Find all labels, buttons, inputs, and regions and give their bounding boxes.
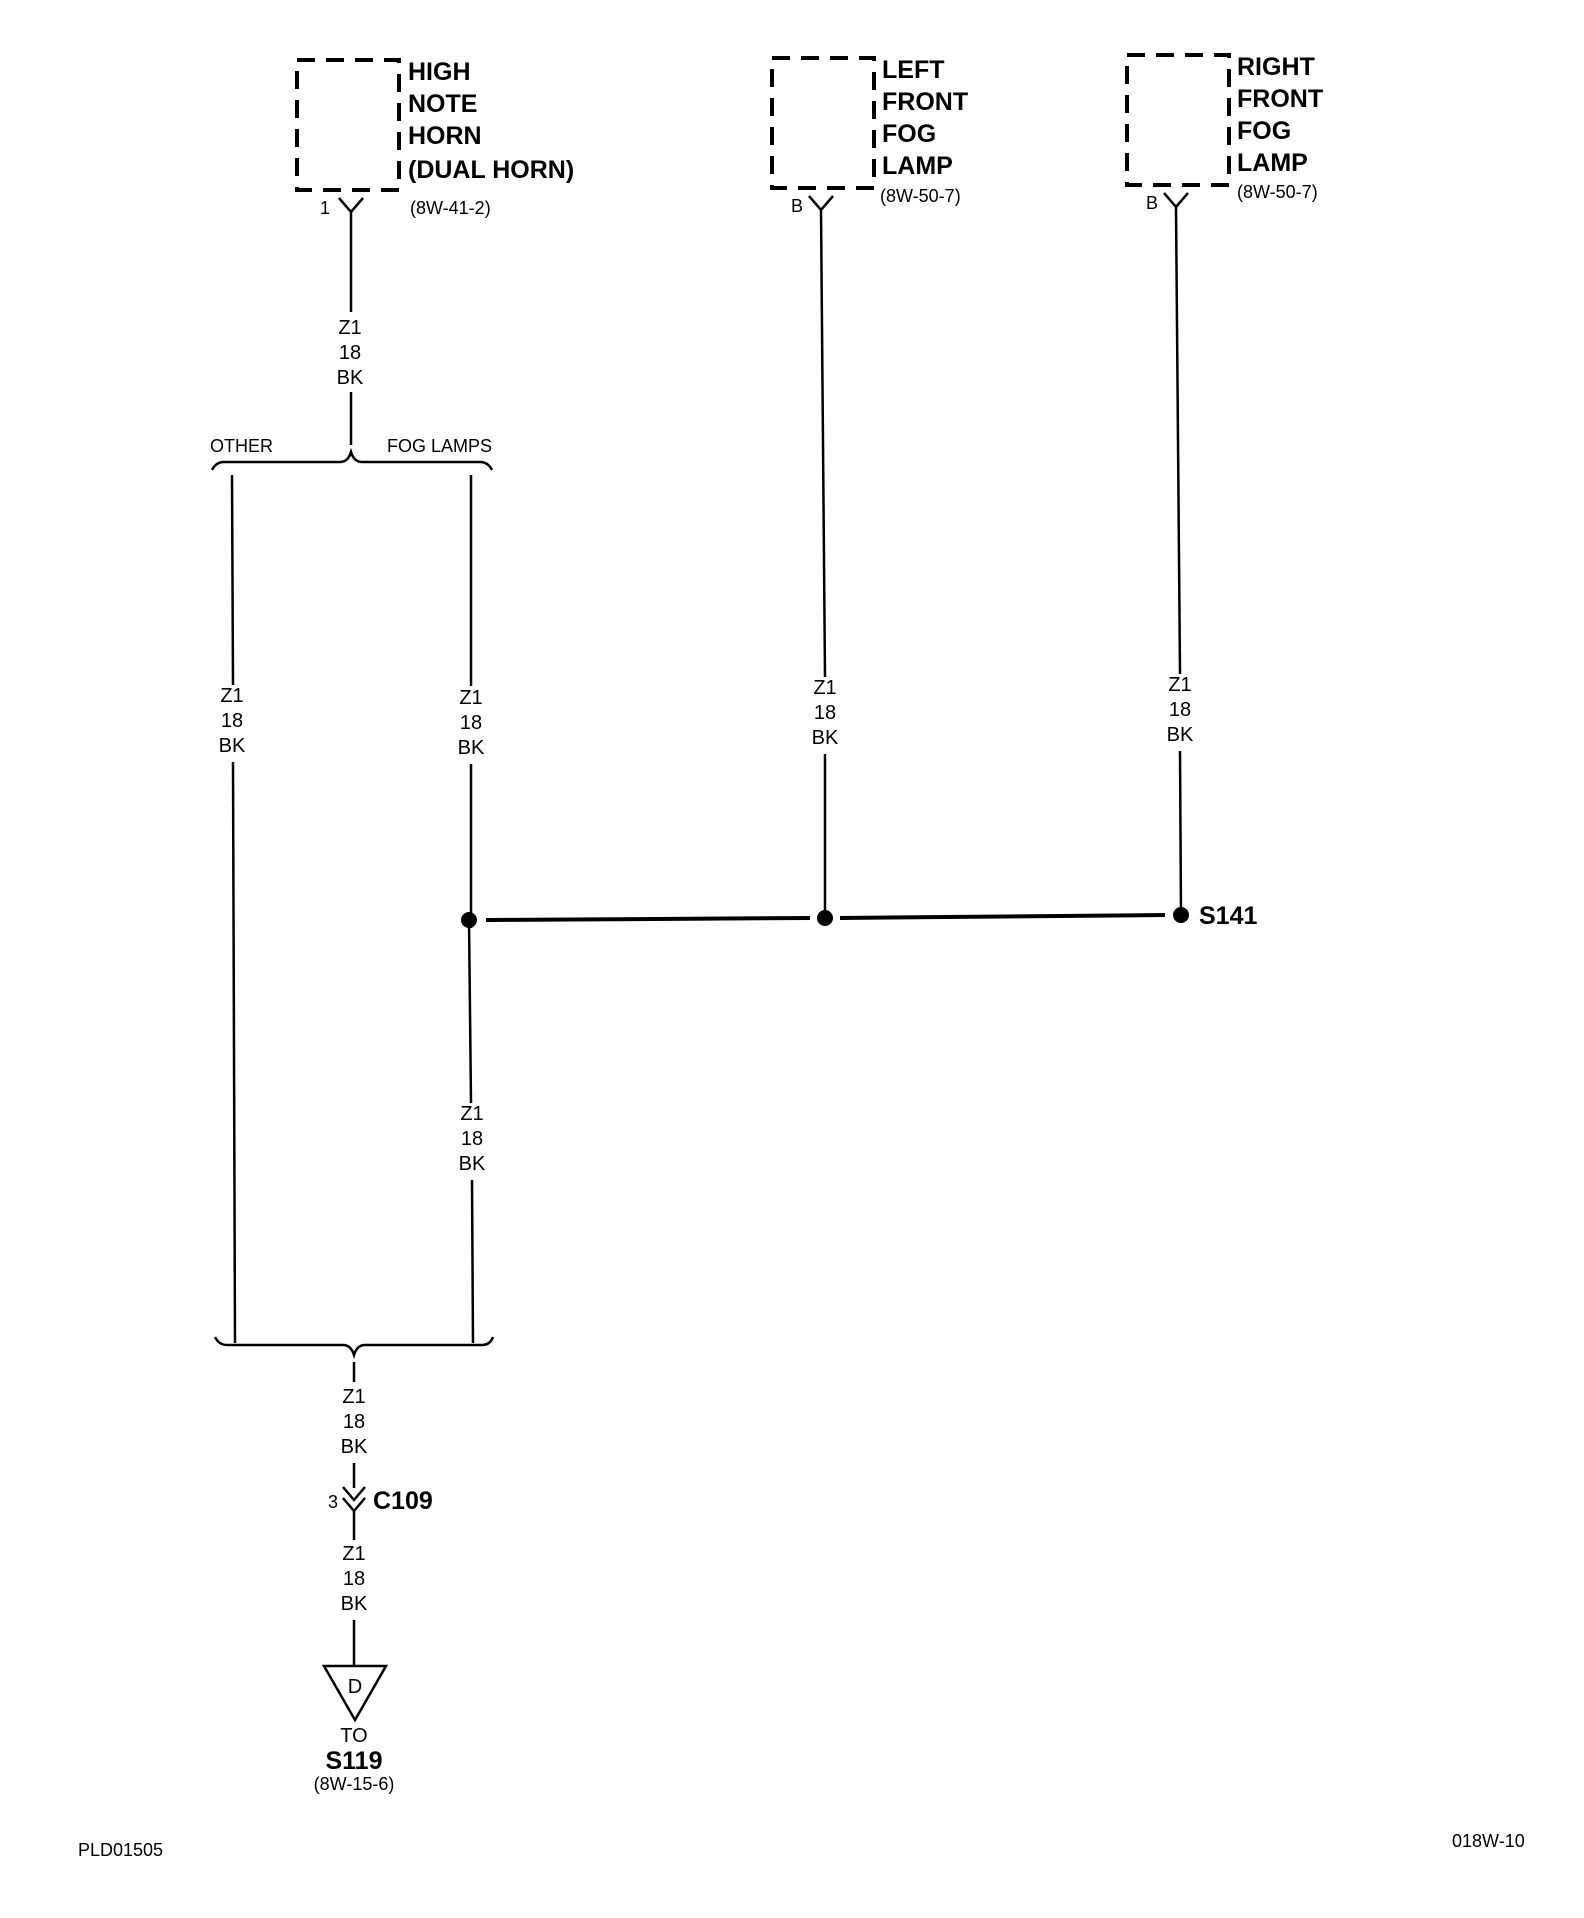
ground-offpage-symbol: D TO S119 (8W-15-6): [314, 1664, 395, 1794]
wire-color: BK: [812, 727, 839, 749]
wire-label-fog-lower: Z1 18 BK: [459, 1103, 486, 1175]
bottom-merge-brace: [213, 1336, 495, 1360]
wire-color: BK: [1167, 724, 1194, 746]
right-fog-ref: (8W-50-7): [1237, 182, 1318, 202]
horn-pin-label: 1: [320, 198, 330, 218]
wire-circuit: Z1: [342, 1543, 365, 1565]
other-branch-wire-lower: [231, 761, 237, 1344]
s141-splice: S141: [461, 902, 1257, 930]
wire-circuit: Z1: [1168, 674, 1191, 696]
wire-color: BK: [337, 367, 364, 389]
left-fog-label-line-2: FRONT: [882, 88, 968, 116]
right-fog-label-line-1: RIGHT: [1237, 53, 1315, 81]
splice-node-left-fog: [817, 910, 833, 926]
horn-ref: (8W-41-2): [410, 198, 491, 218]
wire-circuit: Z1: [459, 687, 482, 709]
right-fog-lamp-box: [1125, 53, 1231, 187]
wire-gauge: 18: [343, 1411, 365, 1433]
horn-label-line-2: NOTE: [408, 90, 477, 118]
splice-bus-left: [485, 916, 811, 922]
wire-gauge: 18: [343, 1568, 365, 1590]
wire-circuit: Z1: [342, 1386, 365, 1408]
connector-chevron-upper: [342, 1486, 366, 1502]
wire-label-horn: Z1 18 BK: [337, 317, 364, 389]
right-fog-label-line-4: LAMP: [1237, 149, 1308, 177]
ground-dest-label: S119: [325, 1747, 382, 1775]
wire-label-left-fog: Z1 18 BK: [812, 677, 839, 749]
horn-label-line-4: (DUAL HORN): [408, 156, 574, 184]
branch-label-fog-lamps: FOG LAMPS: [387, 436, 492, 456]
c109-connector: 3 C109: [328, 1486, 433, 1515]
wire-color: BK: [219, 735, 246, 757]
other-branch-wire-upper: [230, 474, 235, 686]
connector-label: C109: [373, 1487, 433, 1515]
high-note-horn-component: HIGH NOTE HORN (DUAL HORN) (8W-41-2) 1: [295, 58, 574, 218]
branch-label-other: OTHER: [210, 436, 273, 456]
wire-label-fog-upper: Z1 18 BK: [458, 687, 485, 759]
horn-label-line-1: HIGH: [408, 58, 471, 86]
wire-color: BK: [459, 1153, 486, 1175]
wire-circuit: Z1: [460, 1103, 483, 1125]
left-fog-wire-upper: [819, 209, 827, 678]
ground-to-label: TO: [340, 1725, 367, 1747]
wire-gauge: 18: [814, 702, 836, 724]
splice-bus-right: [839, 913, 1166, 920]
ground-letter: D: [348, 1676, 362, 1698]
right-fog-label-line-2: FRONT: [1237, 85, 1323, 113]
wire-label-merged: Z1 18 BK: [341, 1386, 368, 1458]
footer-right-code: 018W-10: [1452, 1831, 1525, 1851]
wire-gauge: 18: [339, 342, 361, 364]
left-fog-lamp-box: [770, 56, 876, 190]
top-branch-brace: [210, 447, 494, 471]
left-fog-label-line-1: LEFT: [882, 56, 945, 84]
fog-branch-wire-lower: [467, 919, 473, 1104]
right-fog-pin-connector: [1163, 192, 1189, 209]
wire-gauge: 18: [461, 1128, 483, 1150]
ground-triangle-icon: [321, 1664, 389, 1723]
fog-branch-wire-bottom: [470, 1179, 475, 1344]
high-note-horn-box: [295, 58, 401, 192]
left-fog-ref: (8W-50-7): [880, 186, 961, 206]
wire-color: BK: [341, 1593, 368, 1615]
right-fog-label-line-3: FOG: [1237, 117, 1291, 145]
wire-circuit: Z1: [813, 677, 836, 699]
right-front-fog-lamp-component: RIGHT FRONT FOG LAMP (8W-50-7) B: [1125, 53, 1323, 213]
horn-label-line-3: HORN: [408, 122, 482, 150]
left-fog-label-line-3: FOG: [882, 120, 936, 148]
wire-circuit: Z1: [220, 685, 243, 707]
footer-left-code: PLD01505: [78, 1840, 163, 1860]
horn-pin-connector: [338, 197, 364, 214]
wire-color: BK: [341, 1436, 368, 1458]
left-fog-pin-label: B: [791, 196, 803, 216]
left-fog-pin-connector: [808, 195, 834, 212]
wire-label-other: Z1 18 BK: [219, 685, 246, 757]
right-fog-wire-to-splice: [1178, 750, 1183, 916]
left-fog-label-line-4: LAMP: [882, 152, 953, 180]
right-fog-wire-upper: [1174, 206, 1182, 675]
wire-label-right-fog: Z1 18 BK: [1167, 674, 1194, 746]
splice-node-right-fog: [1173, 907, 1189, 923]
right-fog-pin-label: B: [1146, 193, 1158, 213]
wire-color: BK: [458, 737, 485, 759]
left-front-fog-lamp-component: LEFT FRONT FOG LAMP (8W-50-7) B: [770, 56, 968, 216]
wire-gauge: 18: [221, 710, 243, 732]
wire-gauge: 18: [1169, 699, 1191, 721]
wire-gauge: 18: [460, 712, 482, 734]
wire-label-after-connector: Z1 18 BK: [341, 1543, 368, 1615]
ground-ref-label: (8W-15-6): [314, 1774, 395, 1794]
wire-circuit: Z1: [338, 317, 361, 339]
splice-label: S141: [1199, 902, 1257, 930]
connector-pin-label: 3: [328, 1492, 338, 1512]
